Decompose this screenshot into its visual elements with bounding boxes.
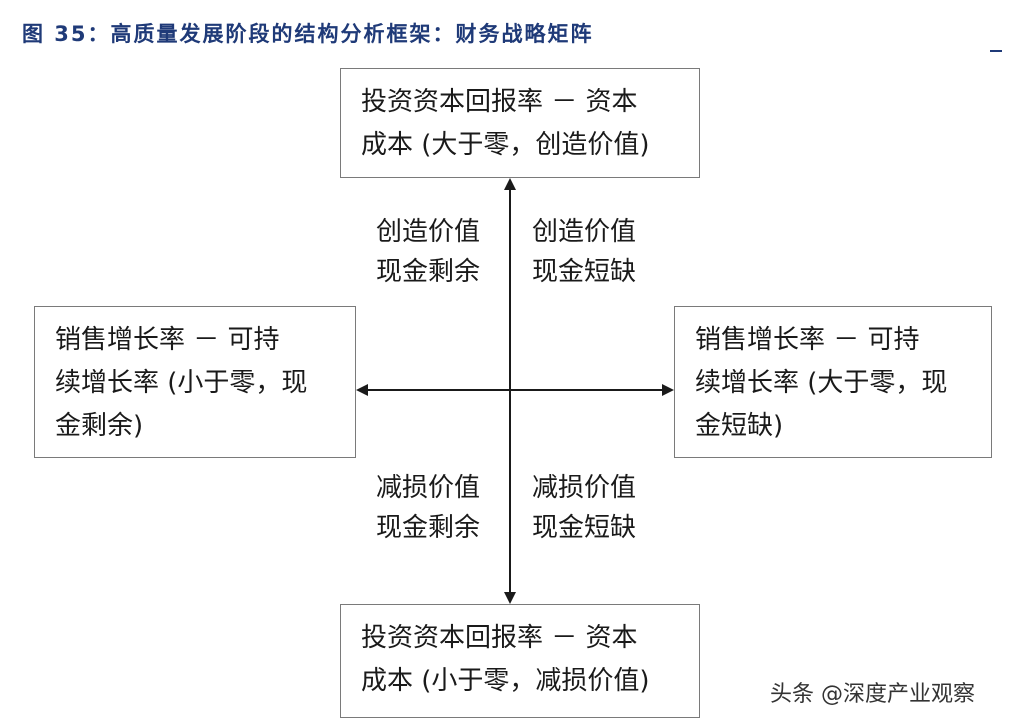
left-box-growth-negative: 销售增长率 － 可持 续增长率 (小于零，现 金剩余) [34, 306, 356, 458]
axes [356, 178, 674, 604]
right-box-growth-positive: 销售增长率 － 可持 续增长率 (大于零，现 金短缺) [674, 306, 992, 458]
quadrant-top-left: 创造价值 现金剩余 [376, 217, 481, 287]
header-rule [990, 50, 1002, 52]
quadrant-top-right: 创造价值 现金短缺 [532, 217, 637, 287]
quadrant-bottom-right: 减损价值 现金短缺 [532, 473, 637, 543]
top-box-roic-positive: 投资资本回报率 － 资本 成本 (大于零，创造价值) [340, 68, 700, 178]
figure-title: 图 35：高质量发展阶段的结构分析框架：财务战略矩阵 [22, 22, 594, 46]
watermark: 头条 @深度产业观察 [770, 682, 975, 707]
bottom-box-roic-negative: 投资资本回报率 － 资本 成本 (小于零，减损价值) [340, 604, 700, 718]
quadrant-bottom-left: 减损价值 现金剩余 [376, 473, 481, 543]
strategy-matrix-diagram: 投资资本回报率 － 资本 成本 (大于零，创造价值) 投资资本回报率 － 资本 … [22, 60, 992, 718]
